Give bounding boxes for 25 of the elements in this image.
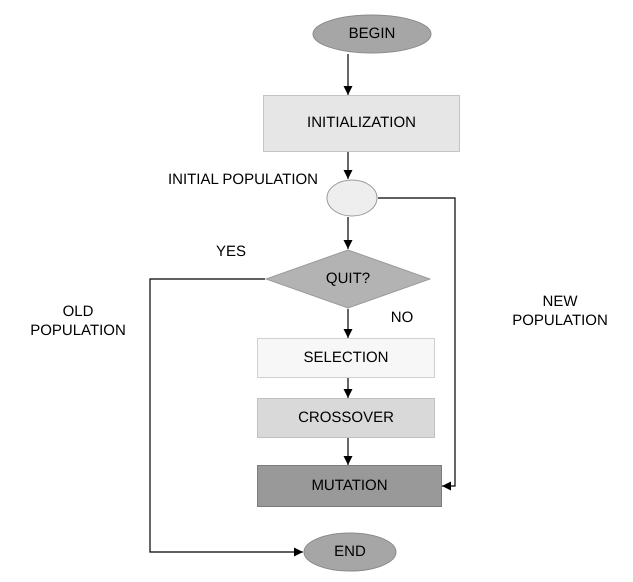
node-label: CROSSOVER: [298, 408, 394, 428]
arrow: [344, 378, 352, 398]
process-box: [257, 398, 435, 438]
annotation-label: INITIAL POPULATION: [166, 170, 318, 190]
decision-diamond: [265, 249, 431, 309]
process-box: [257, 465, 442, 507]
end-ellipse: [303, 532, 397, 572]
arrow: [344, 438, 352, 465]
node-label: BEGIN: [348, 24, 396, 44]
node-label: SELECTION: [303, 348, 389, 368]
process-box: [263, 95, 460, 152]
node-label: QUIT?: [326, 270, 370, 288]
node-label: MUTATION: [311, 476, 388, 496]
connector-circle: [326, 179, 378, 217]
annotation-label: OLD POPULATION: [29, 303, 127, 340]
arrow: [344, 152, 352, 179]
arrow: [344, 309, 352, 338]
process-box: [257, 338, 435, 378]
start-ellipse: [312, 14, 432, 54]
arrow: [149, 278, 303, 556]
node-label: END: [334, 542, 366, 562]
node-label: INITIALIZATION: [307, 114, 416, 133]
arrow: [344, 217, 352, 249]
arrow: [344, 54, 352, 95]
arrow: [378, 197, 456, 490]
